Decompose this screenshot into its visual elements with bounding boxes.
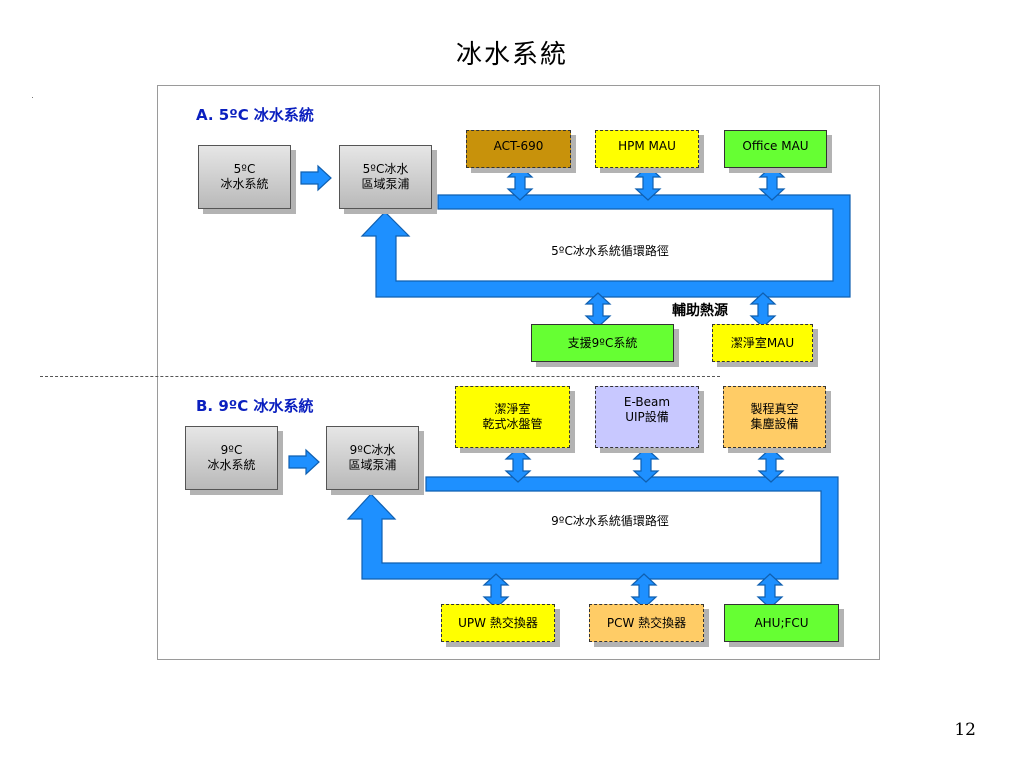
section-separator — [40, 376, 720, 377]
arrow-right-icon-b — [288, 448, 320, 476]
section-a-label: A. 5ºC 冰水系統 — [196, 106, 314, 124]
support-9c-box: 支援9ºC系統 — [531, 324, 674, 362]
page-number: 12 — [954, 720, 976, 740]
load-vacuum-dust-box: 製程真空 集塵設備 — [723, 386, 826, 448]
load-dry-coil-box: 潔淨室 乾式冰盤管 — [455, 386, 570, 448]
slide-title: 冰水系統 — [455, 40, 568, 70]
loop-b-label: 9ºC冰水系統循環路徑 — [551, 514, 669, 528]
load-ebeam-uip-box: E-Beam UIP設備 — [595, 386, 699, 448]
pump-9c-box: 9ºC冰水 區域泵浦 — [326, 426, 419, 490]
load-hpm-mau-box: HPM MAU — [595, 130, 699, 168]
source-9c-box: 9ºC 冰水系統 — [185, 426, 278, 490]
source-5c-box: 5ºC 冰水系統 — [198, 145, 291, 209]
loop-a-label: 5ºC冰水系統循環路徑 — [551, 244, 669, 258]
load-office-mau-box: Office MAU — [724, 130, 827, 168]
section-b-label: B. 9ºC 冰水系統 — [196, 397, 314, 415]
corner-dot — [32, 97, 33, 98]
cleanroom-mau-box: 潔淨室MAU — [712, 324, 813, 362]
loop-b-pipe — [346, 476, 839, 580]
aux-heat-label: 輔助熱源 — [672, 303, 728, 319]
loop-a-pipe — [360, 194, 851, 298]
pump-5c-box: 5ºC冰水 區域泵浦 — [339, 145, 432, 209]
ahu-fcu-box: AHU;FCU — [724, 604, 839, 642]
upw-hx-box: UPW 熱交換器 — [441, 604, 555, 642]
pcw-hx-box: PCW 熱交換器 — [589, 604, 704, 642]
load-act690-box: ACT-690 — [466, 130, 571, 168]
arrow-right-icon-a — [300, 164, 332, 192]
